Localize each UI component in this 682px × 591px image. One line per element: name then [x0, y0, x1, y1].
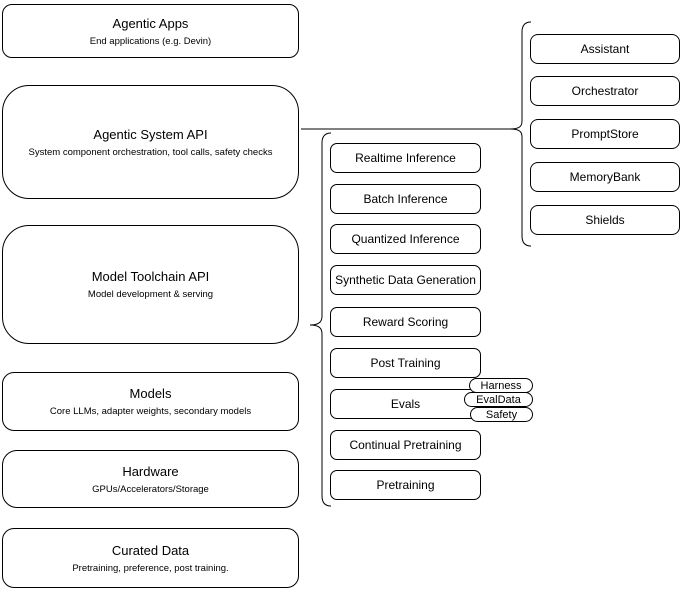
node-orchestrator: Orchestrator: [530, 76, 680, 106]
node-curated-data: Curated Data Pretraining, preference, po…: [2, 528, 299, 588]
node-models: Models Core LLMs, adapter weights, secon…: [2, 372, 299, 431]
node-curated-data-subtitle: Pretraining, preference, post training.: [72, 562, 229, 574]
pill-safety: Safety: [470, 407, 533, 422]
node-hardware: Hardware GPUs/Accelerators/Storage: [2, 450, 299, 508]
node-models-subtitle: Core LLMs, adapter weights, secondary mo…: [49, 406, 252, 417]
node-model-toolchain-api-title: Model Toolchain API: [91, 269, 210, 284]
toolchain-group-brace: [309, 132, 332, 507]
node-hardware-title: Hardware: [122, 463, 179, 479]
node-post-training: Post Training: [330, 348, 481, 378]
node-agentic-apps-title: Agentic Apps: [112, 15, 189, 31]
node-reward-scoring: Reward Scoring: [330, 307, 481, 337]
node-agentic-system-api-subtitle: System component orchestration, tool cal…: [28, 146, 273, 158]
node-assistant: Assistant: [530, 34, 680, 64]
node-agentic-system-api-title: Agentic System API: [93, 126, 208, 142]
node-model-toolchain-api: Model Toolchain API Model development & …: [2, 225, 299, 344]
node-agentic-apps-subtitle: End applications (e.g. Devin): [89, 35, 212, 47]
components-group-brace: [509, 21, 532, 247]
node-memorybank: MemoryBank: [530, 162, 680, 192]
node-models-title: Models: [129, 386, 172, 401]
node-model-toolchain-api-subtitle: Model development & serving: [87, 289, 214, 300]
node-evals: Evals: [330, 389, 481, 419]
pill-evaldata: EvalData: [464, 392, 533, 407]
node-realtime-inference: Realtime Inference: [330, 143, 481, 173]
node-agentic-apps: Agentic Apps End applications (e.g. Devi…: [2, 4, 299, 58]
node-quantized-inference: Quantized Inference: [330, 224, 481, 254]
node-curated-data-title: Curated Data: [111, 542, 190, 558]
pill-harness: Harness: [469, 378, 533, 393]
node-pretraining: Pretraining: [330, 470, 481, 500]
node-promptstore: PromptStore: [530, 119, 680, 149]
node-batch-inference: Batch Inference: [330, 184, 481, 214]
node-shields: Shields: [530, 205, 680, 235]
node-synthetic-data-generation: Synthetic Data Generation: [330, 265, 481, 295]
node-continual-pretraining: Continual Pretraining: [330, 430, 481, 460]
node-agentic-system-api: Agentic System API System component orch…: [2, 85, 299, 199]
node-hardware-subtitle: GPUs/Accelerators/Storage: [92, 483, 209, 495]
